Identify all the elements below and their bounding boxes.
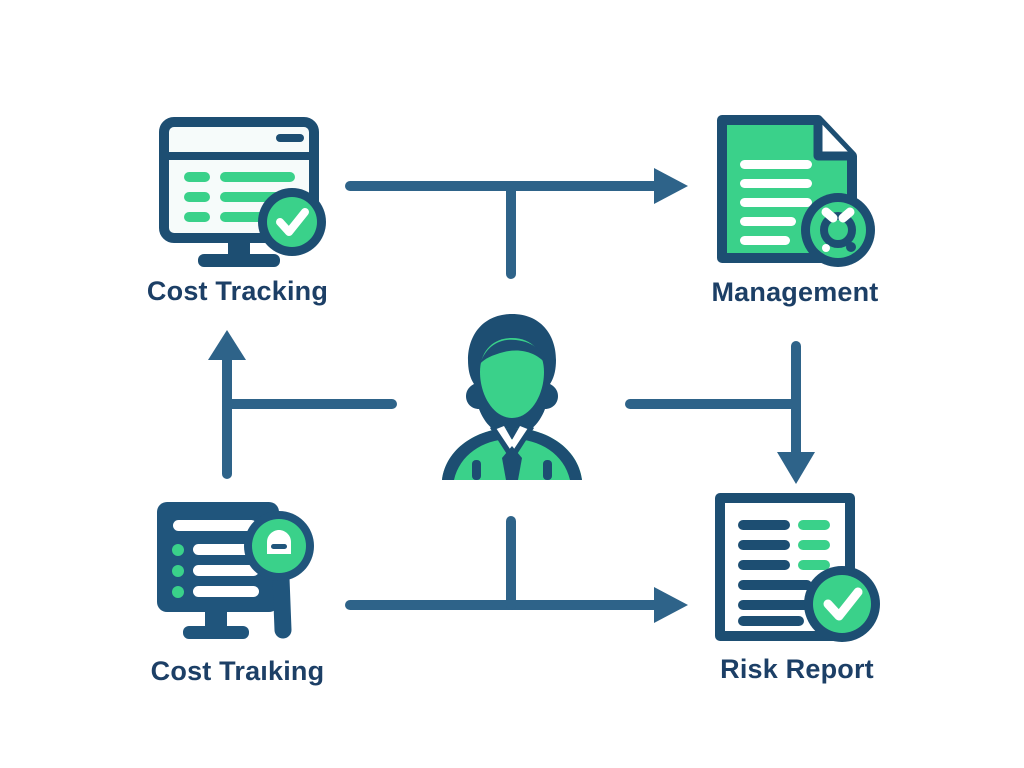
monitor-checkmark-icon bbox=[159, 117, 326, 267]
document-line-3 bbox=[740, 198, 812, 207]
monitor-bullet-2 bbox=[171, 565, 184, 577]
left-arrow-head-icon bbox=[208, 330, 246, 360]
report-checkmark-icon bbox=[823, 587, 863, 621]
node-label-management: Management bbox=[711, 277, 879, 307]
document-line-4 bbox=[740, 217, 796, 226]
monitor-magnifier-icon bbox=[156, 502, 314, 639]
gear-tooth-1 bbox=[821, 207, 838, 223]
bottom-arrow-head-icon bbox=[654, 587, 688, 623]
monitor-dark-stand-base bbox=[182, 626, 249, 639]
monitor-dark-stand-neck bbox=[204, 612, 227, 628]
monitor-bullet-3 bbox=[171, 586, 184, 598]
report-line-right-3 bbox=[798, 560, 830, 570]
person-collar bbox=[494, 426, 530, 458]
right-arrow-head-icon bbox=[777, 452, 815, 484]
node-label-cost-tracking-top: Cost Tracking bbox=[146, 276, 329, 306]
report-line-right-1 bbox=[798, 520, 830, 530]
gear-badge-fill bbox=[810, 202, 866, 258]
report-line-left-1 bbox=[738, 520, 790, 530]
report-line-left-6 bbox=[738, 616, 804, 626]
person-jacket-right-mark bbox=[543, 460, 552, 480]
magnifier-inner-shape bbox=[266, 530, 291, 554]
report-line-left-2 bbox=[738, 540, 790, 550]
monitor-stand-base bbox=[198, 254, 280, 267]
node-label-cost-traiking-bottom: Cost Traıking bbox=[150, 656, 325, 686]
magnifier-handle bbox=[272, 569, 291, 639]
node-label-risk-report: Risk Report bbox=[720, 654, 874, 684]
person-tie bbox=[502, 446, 522, 480]
connector-left-arrow bbox=[208, 330, 397, 479]
monitor-stand-neck bbox=[228, 238, 250, 256]
person-jacket-outline bbox=[442, 428, 582, 480]
gear-tooth-3 bbox=[822, 244, 830, 252]
monitor-row1-right bbox=[220, 172, 295, 182]
monitor-dark-line-1 bbox=[192, 544, 259, 555]
monitor-dark-line-2 bbox=[192, 565, 259, 576]
person-face bbox=[480, 338, 544, 418]
gear-tooth-4 bbox=[846, 242, 856, 252]
monitor-dark-header bbox=[172, 520, 257, 531]
document-gear-icon bbox=[717, 115, 875, 267]
document-line-2 bbox=[740, 179, 812, 188]
node-management[interactable]: Management bbox=[700, 108, 890, 306]
monitor-row1-left bbox=[184, 172, 210, 182]
document-line-1 bbox=[740, 160, 812, 169]
monitor-row3-left bbox=[184, 212, 210, 222]
top-arrow-head-icon bbox=[654, 168, 688, 204]
connector-bottom-arrow bbox=[345, 516, 688, 623]
magnifier-inner-bar bbox=[270, 544, 287, 549]
monitor-window-control bbox=[276, 134, 304, 142]
report-line-left-4 bbox=[738, 580, 812, 590]
report-line-right-2 bbox=[798, 540, 830, 550]
report-line-left-3 bbox=[738, 560, 790, 570]
document-folded-corner bbox=[813, 120, 852, 161]
gear-icon-center bbox=[820, 212, 856, 248]
checkmark-icon bbox=[276, 208, 309, 236]
person-avatar-icon bbox=[442, 314, 582, 480]
node-risk-report[interactable]: Risk Report bbox=[702, 488, 892, 683]
center-person-node bbox=[432, 308, 592, 485]
monitor-bullet-1 bbox=[171, 544, 184, 556]
gear-tooth-2 bbox=[838, 207, 855, 223]
report-line-left-5 bbox=[738, 600, 812, 610]
monitor-dark-line-3 bbox=[192, 586, 259, 597]
connector-right-arrow bbox=[625, 341, 815, 484]
person-hair-sweep bbox=[480, 339, 546, 364]
person-jacket-left-mark bbox=[472, 460, 481, 480]
connector-top-arrow bbox=[345, 168, 688, 279]
document-checkmark-icon bbox=[715, 493, 880, 642]
document-line-5 bbox=[740, 236, 790, 245]
monitor-row3-right bbox=[220, 212, 265, 222]
report-check-badge-fill bbox=[813, 575, 871, 633]
monitor-row2-left bbox=[184, 192, 210, 202]
node-cost-traiking-bottom[interactable]: Cost Traıking bbox=[140, 492, 335, 685]
node-cost-tracking-top[interactable]: Cost Tracking bbox=[135, 112, 340, 305]
